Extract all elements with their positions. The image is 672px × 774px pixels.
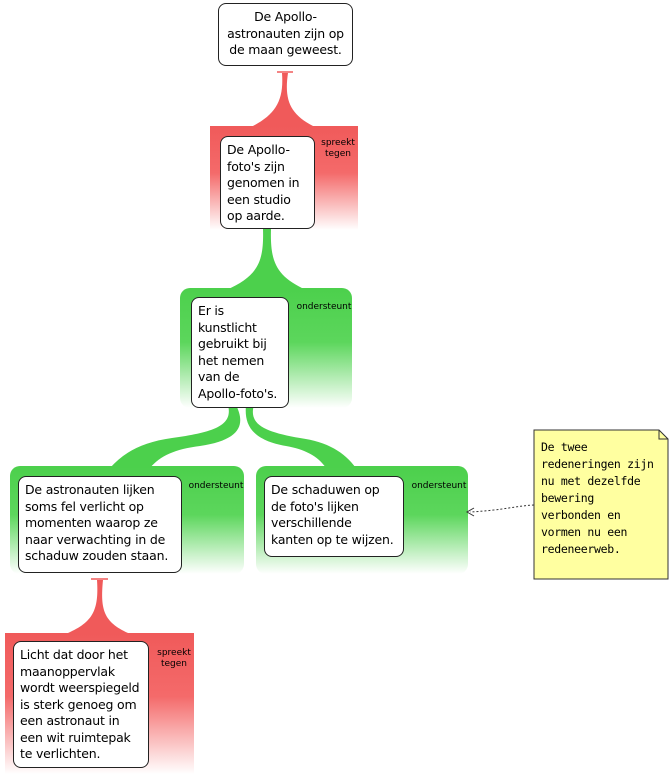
claim-main[interactable]: De Apollo-astronauten zijn op de maan ge…	[218, 3, 353, 66]
claim-objection[interactable]: De Apollo-foto's zijn genomen in een stu…	[220, 136, 315, 229]
relation-label-objection: spreekt tegen	[321, 138, 355, 159]
evidence-right-connector	[245, 405, 356, 468]
note-shape	[533, 429, 669, 580]
claim-reason[interactable]: Er is kunstlicht gebruikt bij het nemen …	[191, 297, 289, 408]
relation-label-evidence-left: ondersteunt	[188, 481, 244, 491]
annotation-note[interactable]: De twee redeneringen zijn nu met dezelfd…	[541, 440, 654, 556]
reason-connector	[226, 229, 306, 290]
relation-label-reason: ondersteunt	[296, 302, 352, 312]
evidence-left-connector	[110, 405, 241, 468]
claim-rebuttal[interactable]: Licht dat door het maanoppervlak wordt w…	[13, 641, 149, 768]
note-arrow	[469, 504, 535, 513]
note-fold	[658, 430, 668, 440]
note-arrowhead	[465, 507, 475, 517]
relation-label-rebuttal: spreekt tegen	[157, 648, 191, 669]
objection-connector	[253, 73, 313, 126]
claim-evidence-right[interactable]: De schaduwen op de foto's lijken verschi…	[264, 476, 404, 557]
claim-evidence-left[interactable]: De astronauten lijken soms fel verlicht …	[18, 476, 182, 573]
rebuttal-connector	[68, 580, 128, 633]
relation-label-evidence-right: ondersteunt	[411, 481, 467, 491]
